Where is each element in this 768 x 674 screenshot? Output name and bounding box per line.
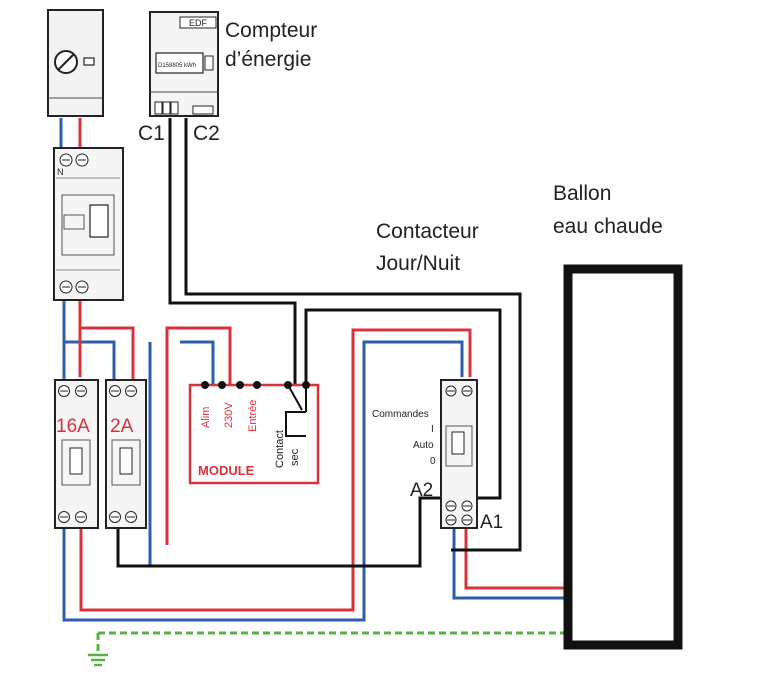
module-230v-label: 230V — [223, 402, 235, 428]
breaker-16a-rating: 16A — [56, 416, 90, 437]
differential-breaker — [53, 147, 124, 301]
module-contact-label: Contact — [274, 430, 286, 468]
command-auto-label: Auto — [413, 440, 434, 451]
tank-title-line1: Ballon — [553, 182, 611, 205]
module-name: MODULE — [198, 463, 255, 478]
terminal-c2-label: C2 — [193, 122, 220, 145]
earth-wire — [96, 631, 566, 655]
contactor-title-line1: Contacteur — [376, 220, 479, 243]
dry-contact-switch-icon — [285, 385, 307, 437]
module-sec-label: sec — [289, 448, 301, 466]
water-heater-tank — [563, 264, 683, 650]
module — [188, 381, 320, 485]
neutral-wires — [59, 118, 566, 622]
meter-brand: EDF — [189, 18, 208, 28]
meter-terminals — [154, 101, 214, 115]
earth-symbol — [88, 653, 108, 667]
control-wires — [116, 118, 522, 568]
day-night-contactor — [440, 379, 478, 529]
terminal-a1-label: A1 — [480, 512, 503, 533]
command-i-label: I — [431, 424, 434, 435]
command-commandes-label: Commandes — [372, 409, 429, 420]
terminal-c1-label: C1 — [138, 122, 165, 145]
neutral-mark: N — [57, 167, 64, 177]
phase-wires — [78, 118, 566, 612]
meter-title-line1: Compteur — [225, 19, 317, 42]
terminal-a2-label: A2 — [410, 480, 433, 501]
module-alim-label: Alim — [200, 407, 212, 428]
breaker-2a — [105, 379, 147, 529]
tank-title-line2: eau chaude — [553, 215, 663, 238]
energy-meter: EDF D158805 kWh — [149, 11, 219, 117]
module-entree-label: Entrée — [247, 400, 259, 432]
contactor-title-line2: Jour/Nuit — [376, 252, 460, 275]
meter-display: D158805 kWh — [158, 63, 196, 69]
meter-title-line2: d’énergie — [225, 48, 311, 71]
breaker-16a — [54, 379, 99, 529]
command-0-label: 0 — [430, 456, 436, 467]
breaker-2a-rating: 2A — [110, 416, 134, 437]
main-disconnector — [47, 9, 104, 117]
